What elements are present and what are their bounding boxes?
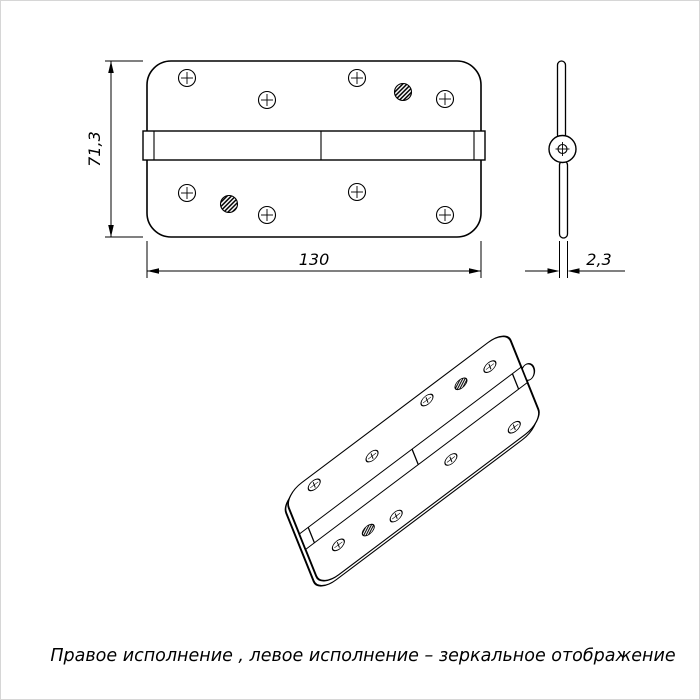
side-view xyxy=(548,60,577,239)
screw-hole xyxy=(483,360,497,373)
caption: Правое исполнение , левое исполнение – з… xyxy=(50,646,675,666)
screw-hole xyxy=(435,205,455,225)
arrowhead xyxy=(108,225,114,237)
side-view-bottom-leaf xyxy=(558,160,569,239)
leaf-split-line xyxy=(411,448,419,466)
screw-hole xyxy=(444,453,458,466)
screw-hole xyxy=(177,183,197,203)
screw-hole xyxy=(435,89,455,109)
side-view-top-leaf xyxy=(556,60,567,140)
isometric-view xyxy=(284,335,540,587)
iso-pin-band xyxy=(298,366,529,551)
screw-hole xyxy=(365,449,379,463)
front-view xyxy=(142,60,486,238)
hinge-pin-band xyxy=(142,130,486,161)
height-dimension-label: 71,3 xyxy=(85,131,104,167)
arrowhead xyxy=(469,268,481,274)
screw-hole xyxy=(257,90,277,110)
arrowhead xyxy=(108,61,114,73)
height-dimension: 71,3 xyxy=(85,60,143,238)
screw-hole xyxy=(507,420,521,434)
arrowhead xyxy=(567,268,580,274)
screw-hole xyxy=(347,68,367,88)
screw-hole xyxy=(389,509,403,523)
screw-hole xyxy=(307,478,321,492)
thickness-dimension: 2,3 xyxy=(525,241,625,278)
screw-hole xyxy=(420,393,434,407)
screw-hole-hatched xyxy=(361,523,375,537)
arrowhead xyxy=(147,268,159,274)
screw-hole-hatched xyxy=(393,82,413,102)
screw-hole-hatched xyxy=(454,377,468,391)
screw-hole xyxy=(347,182,367,202)
arrowhead xyxy=(547,268,560,274)
screw-hole-hatched xyxy=(219,194,239,214)
pin-cap-line xyxy=(511,373,520,390)
width-dimension-label: 130 xyxy=(299,250,330,269)
screw-hole xyxy=(331,538,345,552)
thickness-dimension-label: 2,3 xyxy=(586,250,611,269)
pin-cap-line xyxy=(307,526,315,544)
width-dimension: 130 xyxy=(146,241,482,278)
screw-hole xyxy=(257,205,277,225)
screw-hole xyxy=(177,68,197,88)
